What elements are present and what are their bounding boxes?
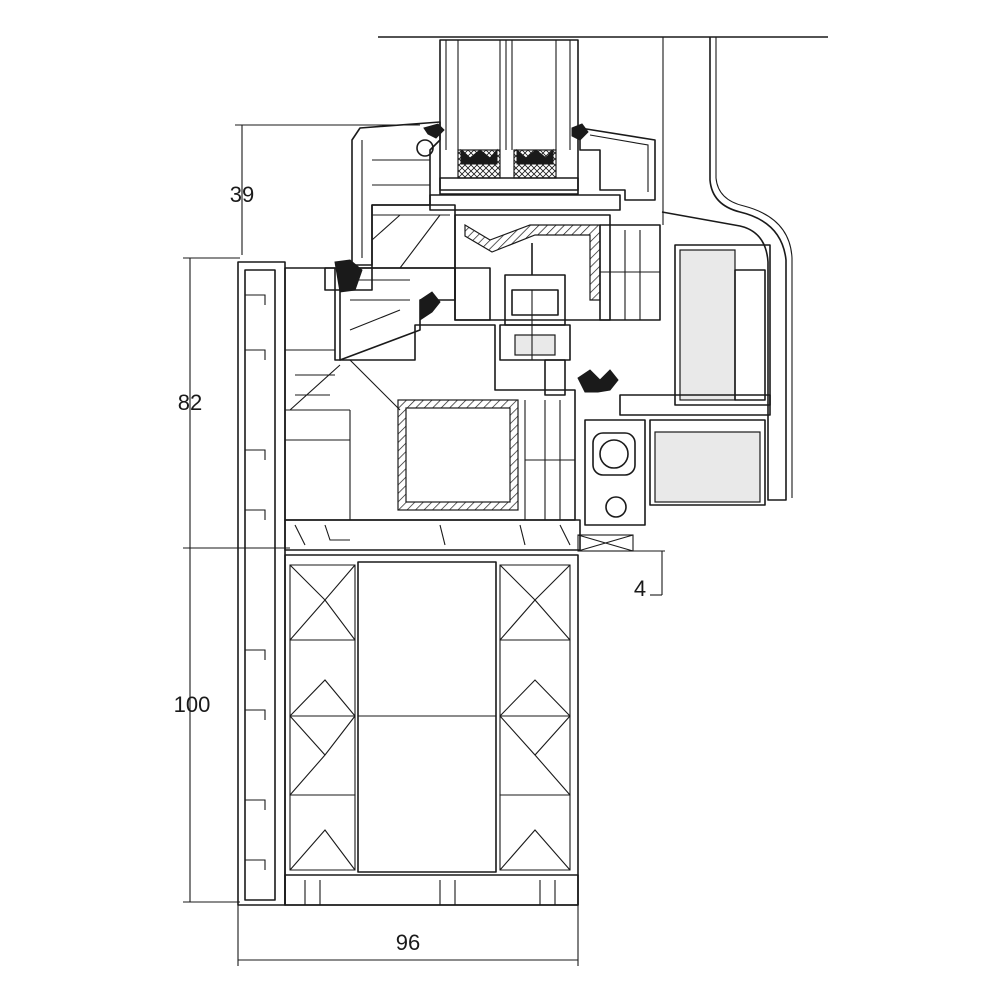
sash-lower-body — [284, 267, 576, 521]
gap-marker — [577, 534, 634, 552]
dimension-4: 4 — [633, 550, 665, 601]
glazing-bead — [351, 121, 445, 266]
sash-profile — [324, 123, 661, 361]
dimension-100: 100 — [174, 548, 240, 903]
dimension-96: 96 — [237, 905, 579, 966]
cladding-profile — [661, 37, 793, 501]
glazing-unit — [378, 36, 828, 195]
locking-hardware — [499, 243, 571, 396]
dimension-label-82: 82 — [178, 390, 202, 415]
dimension-label-96: 96 — [396, 930, 420, 955]
dimension-label-39: 39 — [230, 182, 254, 207]
dimension-label-100: 100 — [174, 692, 211, 717]
dimension-39: 39 — [230, 124, 420, 255]
frame-gasket — [334, 259, 363, 293]
dimension-label-4: 4 — [634, 576, 646, 601]
dimension-82: 82 — [178, 257, 290, 549]
sash-gasket — [419, 291, 441, 321]
center-gasket — [577, 369, 619, 393]
frame-profile — [237, 261, 581, 906]
insulation-block — [584, 244, 771, 526]
